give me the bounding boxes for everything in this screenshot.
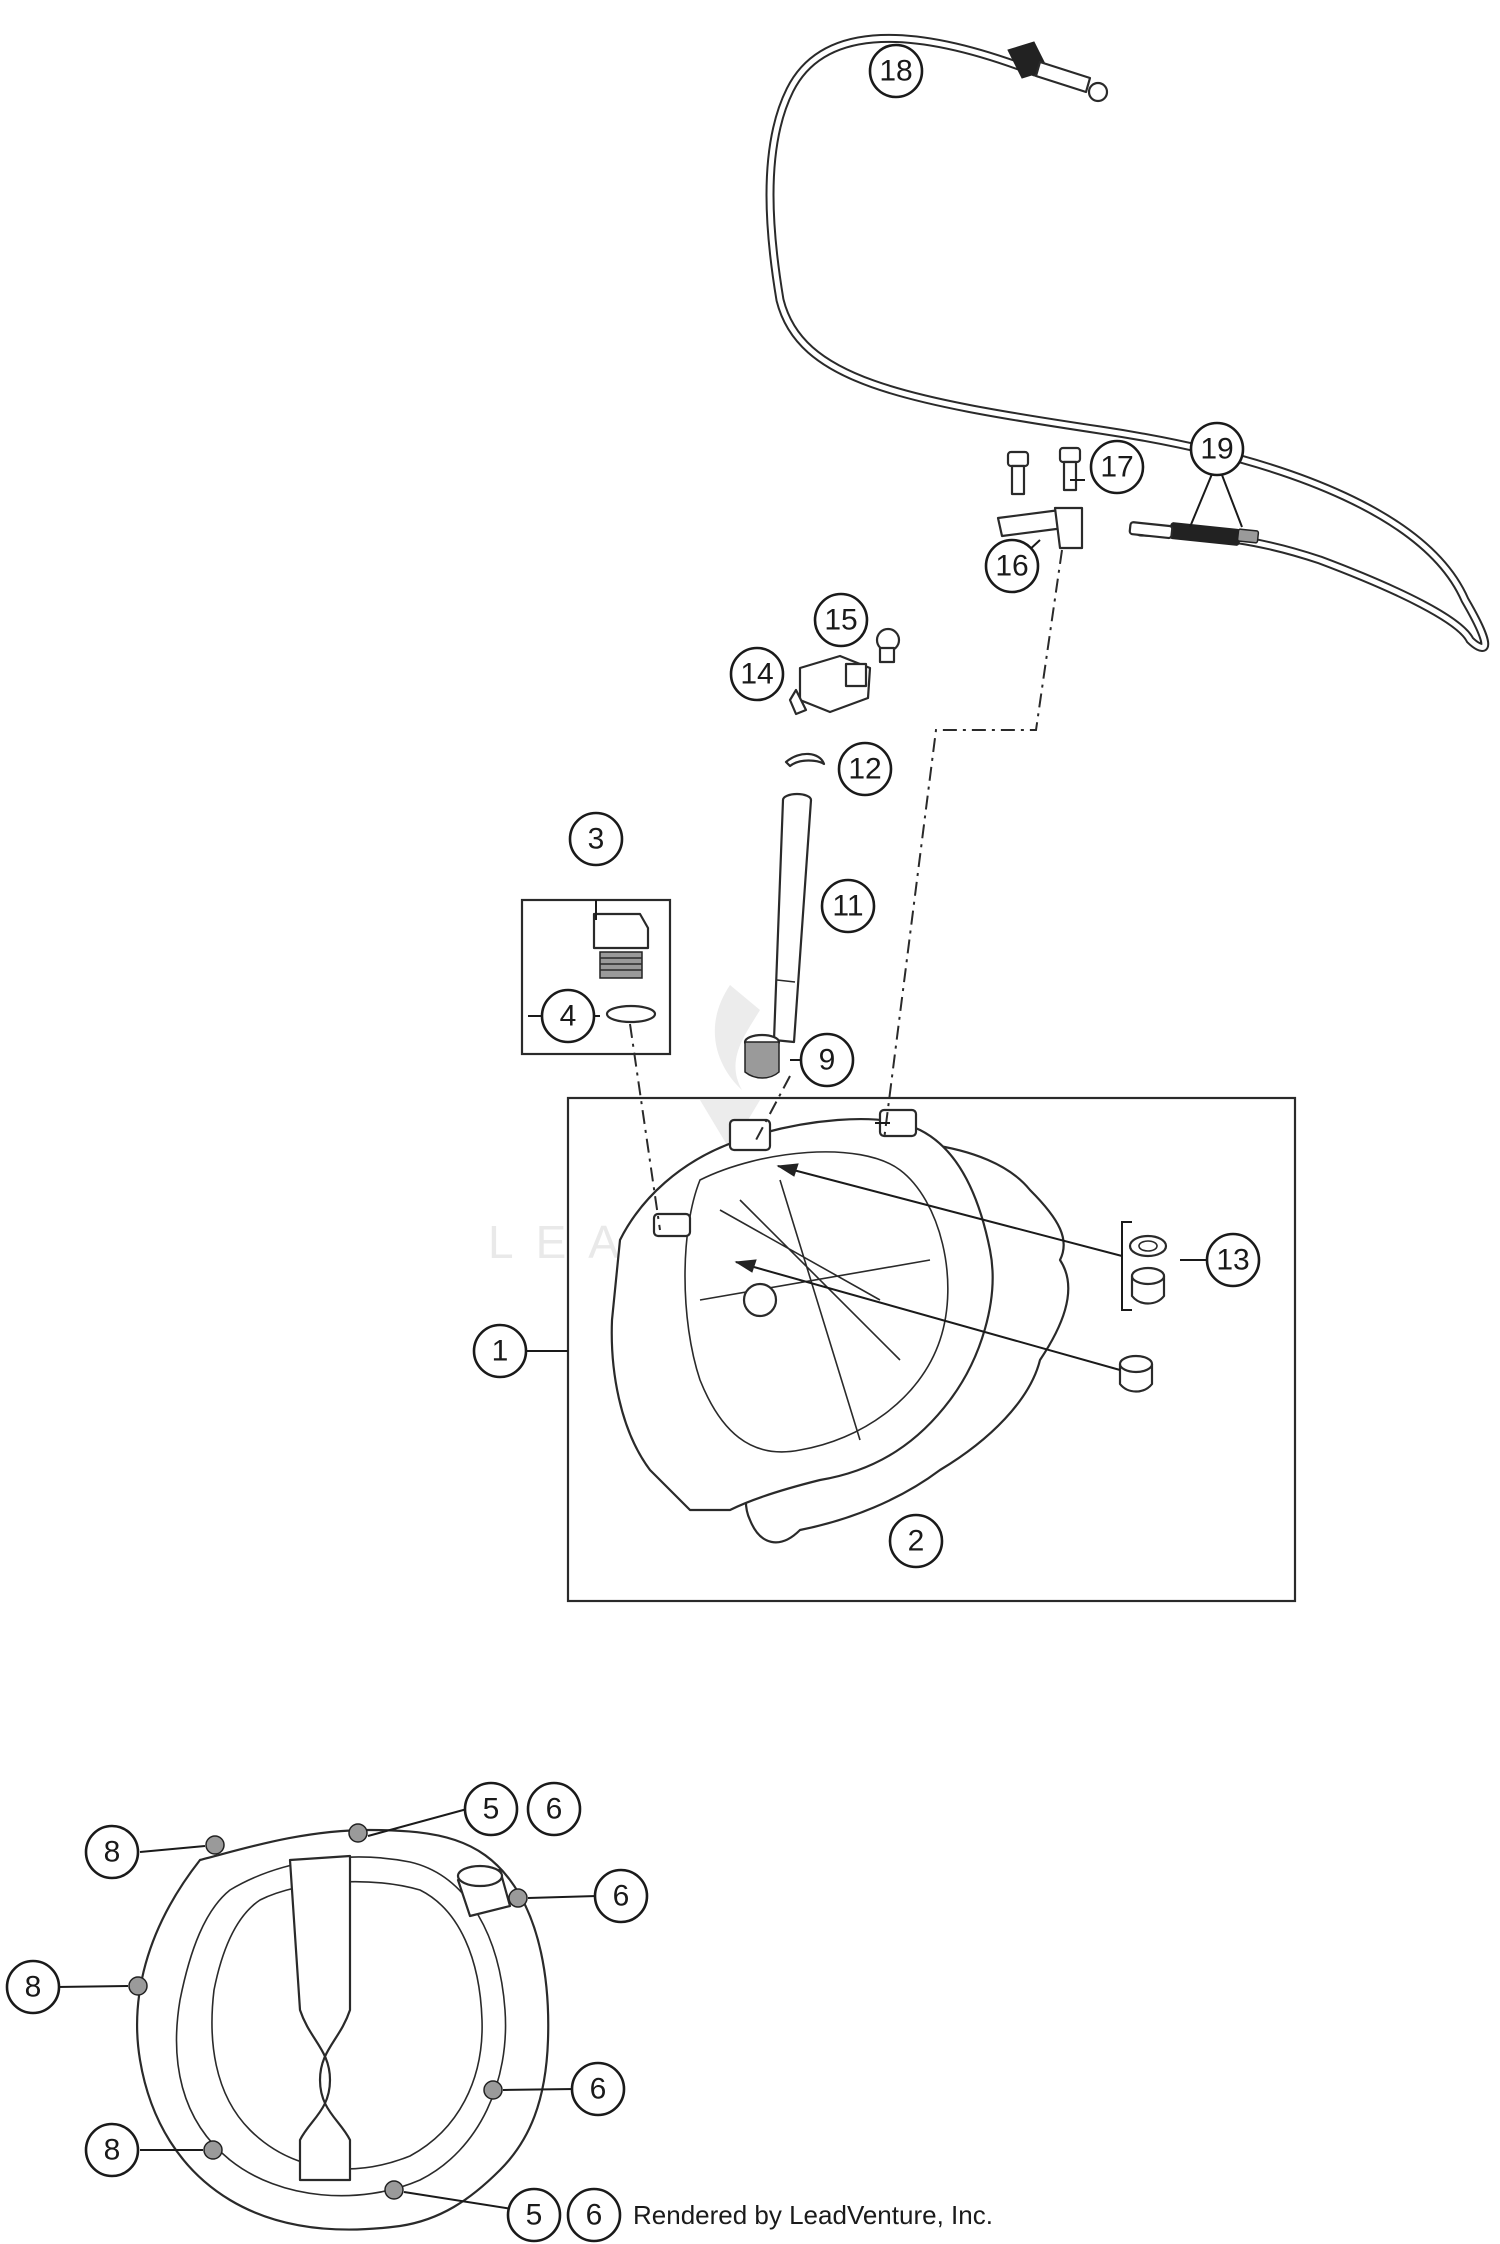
- clutch-lever-14: [788, 654, 872, 716]
- o-ring-4: [605, 1004, 657, 1024]
- screw-8b: [128, 1976, 148, 1996]
- callout-4: 4: [540, 988, 596, 1044]
- callout-11-label: 11: [832, 890, 863, 923]
- callout-13: 13: [1205, 1232, 1261, 1288]
- bushing-extra: [1118, 1354, 1154, 1393]
- callout-16: 16: [984, 538, 1040, 594]
- screw-5-6-top: [348, 1823, 368, 1843]
- callout-15: 15: [813, 592, 869, 648]
- callout-17: 17: [1089, 439, 1145, 495]
- needle-bearing-9: [743, 1033, 781, 1079]
- callout-14: 14: [729, 646, 785, 702]
- callout-14-label: 14: [740, 658, 773, 691]
- callout-6-right-mid: 6: [570, 2061, 626, 2117]
- callout-6-top: 6: [526, 1781, 582, 1837]
- seal-13a: [1128, 1234, 1168, 1258]
- credit-text: Rendered by LeadVenture, Inc.: [633, 2200, 993, 2230]
- callout-11: 11: [820, 878, 876, 934]
- screw-8c: [203, 2140, 223, 2160]
- clutch-cover: [610, 1108, 994, 1512]
- callout-13-label: 13: [1216, 1244, 1249, 1277]
- bolt-15: [875, 627, 901, 664]
- assembly-line-shaft: [755, 1075, 791, 1141]
- callout-9-label: 9: [819, 1044, 836, 1077]
- screw-6-right-mid: [483, 2080, 503, 2100]
- callout-18-label: 18: [879, 55, 912, 88]
- arrow-lines: [734, 1163, 1123, 1371]
- callout-12: 12: [837, 741, 893, 797]
- callout-8-mid: 8: [5, 1959, 61, 2015]
- callout-1-label: 1: [492, 1335, 509, 1368]
- screw-6-right-top: [508, 1888, 528, 1908]
- callout-6-right-mid-label: 6: [590, 2073, 607, 2106]
- oil-filler-plug: [592, 912, 650, 979]
- callout-6-bottom-label: 6: [586, 2199, 603, 2232]
- clutch-cable: [765, 33, 1490, 652]
- callout-3: 3: [568, 811, 624, 867]
- callout-1: 1: [472, 1323, 528, 1379]
- callout-5-bottom-label: 5: [526, 2199, 543, 2232]
- outer-clutch-cover: [136, 1828, 550, 2231]
- screw-8a: [205, 1835, 225, 1855]
- callout-5-bottom: 5: [506, 2187, 562, 2243]
- callout-12-label: 12: [848, 753, 881, 786]
- cable-bracket-16: [996, 506, 1084, 550]
- callout-8-top-label: 8: [104, 1836, 121, 1869]
- callout-2: 2: [888, 1513, 944, 1569]
- bushing-13b: [1130, 1266, 1166, 1305]
- callout-8-top: 8: [84, 1824, 140, 1880]
- callout-18: 18: [868, 43, 924, 99]
- callout-9: 9: [799, 1032, 855, 1088]
- callout-8-bottom: 8: [84, 2122, 140, 2178]
- callout-6-bottom: 6: [566, 2187, 622, 2243]
- circlip-12: [784, 752, 826, 768]
- callout-2-label: 2: [908, 1525, 925, 1558]
- cable-adjuster-19: [1128, 521, 1260, 546]
- callout-15-label: 15: [824, 604, 857, 637]
- callout-16-label: 16: [995, 550, 1028, 583]
- callout-4-label: 4: [560, 1000, 577, 1033]
- assembly-line-bracket: [883, 549, 1063, 1141]
- bolt-17a: [1006, 450, 1030, 496]
- callout-8-bottom-label: 8: [104, 2134, 121, 2167]
- callout-17-label: 17: [1100, 451, 1133, 484]
- assembly-line-plug: [629, 1023, 661, 1231]
- callout-3-label: 3: [588, 823, 605, 856]
- bracket-13: [1121, 1221, 1132, 1311]
- callout-6-right-top: 6: [593, 1868, 649, 1924]
- callout-6-top-label: 6: [546, 1793, 563, 1826]
- shaft-11: [772, 792, 813, 1044]
- clutch-cover-frame: [566, 1096, 1297, 1603]
- bolt-17b: [1058, 446, 1082, 492]
- cable-end-fitting: [1007, 41, 1109, 103]
- callout-5-top: 5: [463, 1781, 519, 1837]
- callout-5-top-label: 5: [483, 1793, 500, 1826]
- screw-5-6-bottom: [384, 2180, 404, 2200]
- callout-6-right-top-label: 6: [613, 1880, 630, 1913]
- callout-8-mid-label: 8: [25, 1971, 42, 2004]
- callout-19-label: 19: [1200, 433, 1233, 466]
- callout-19: 19: [1189, 421, 1245, 477]
